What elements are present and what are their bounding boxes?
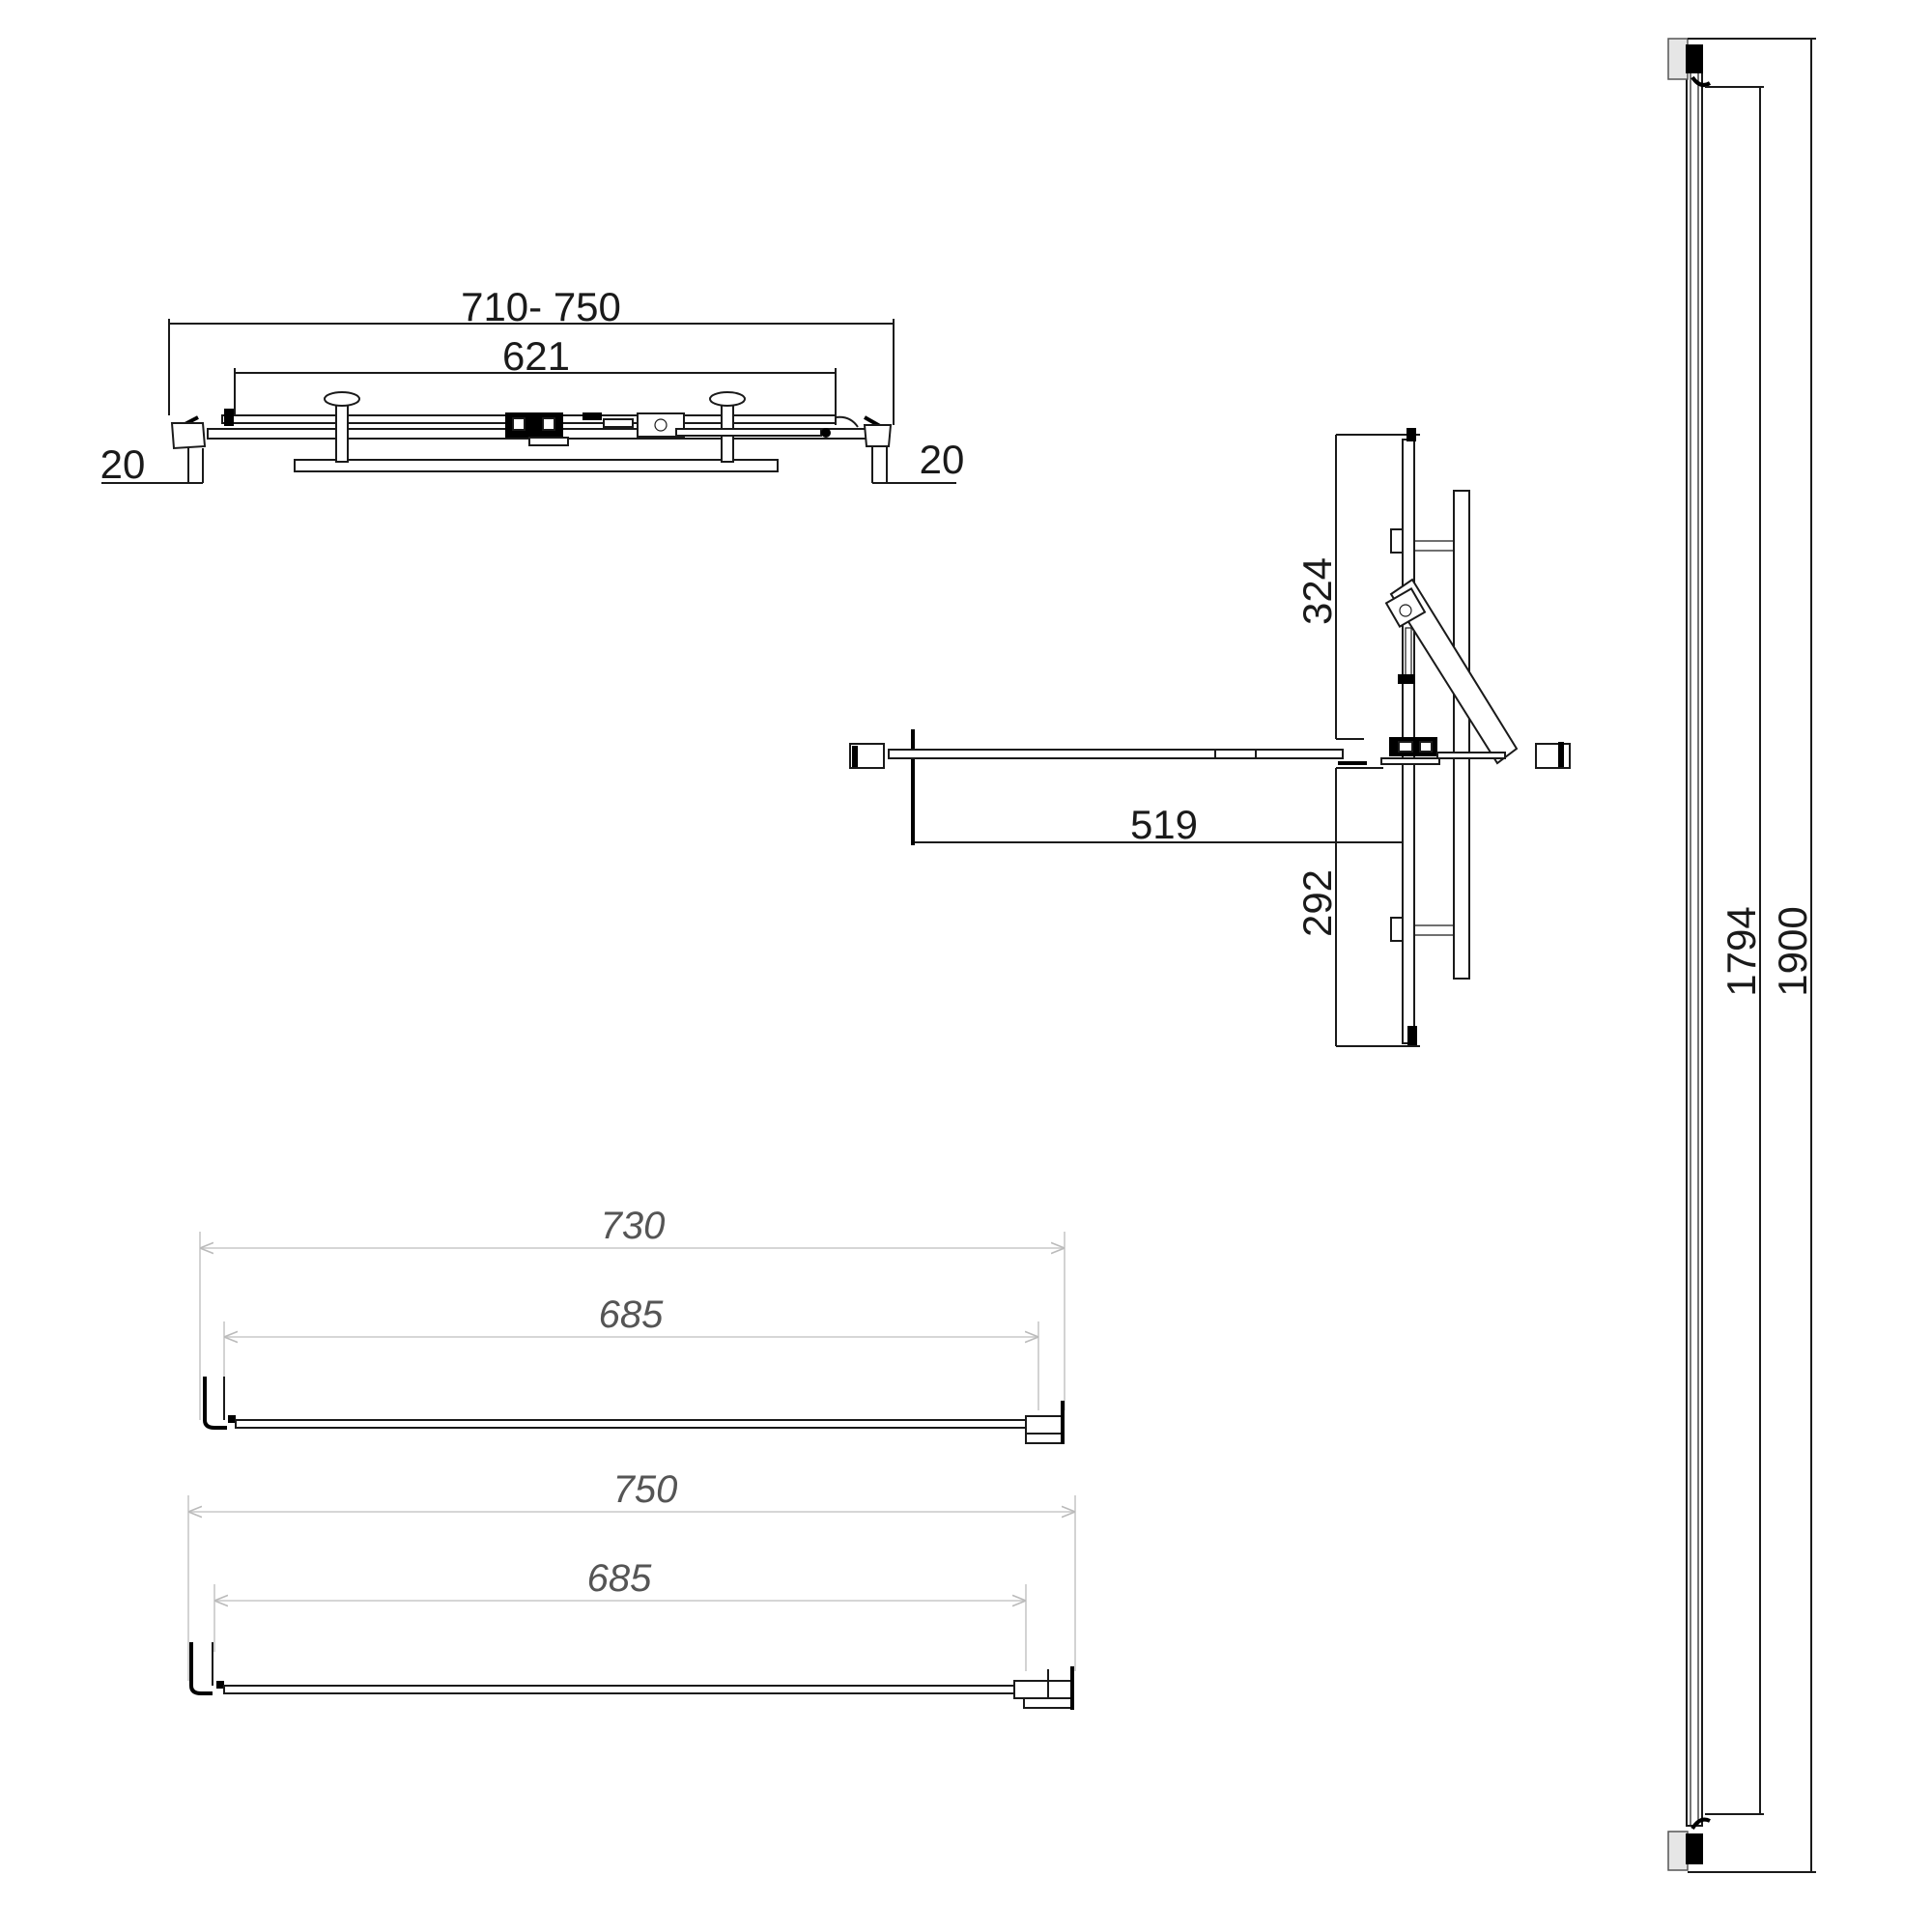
panel-750-glass-label: 685: [587, 1557, 652, 1600]
panel-730-section: 730 685: [199, 1205, 1065, 1444]
panel-730-glass-label: 685: [599, 1293, 664, 1336]
overall-width-label: 710- 750: [461, 284, 621, 329]
inner-width-dimension: 621: [234, 333, 837, 425]
plan-rails: [101, 391, 956, 484]
elevation-view: 1794 1900: [1667, 38, 1816, 1873]
panel-750-section: 750 685: [187, 1468, 1076, 1710]
plan-view-closed: 710- 750 621: [100, 284, 965, 487]
plan-view-open: 324 292 519: [849, 428, 1571, 1047]
left-offset-label: 20: [100, 441, 146, 487]
lower-swing-label: 292: [1294, 869, 1340, 937]
panel-730-overall-label: 730: [601, 1205, 666, 1247]
inner-width-label: 621: [502, 333, 570, 379]
swing-width-label: 519: [1130, 802, 1198, 847]
overall-width-dimension: 710- 750: [168, 284, 895, 425]
overall-height-label: 1900: [1770, 906, 1815, 996]
right-offset-label: 20: [920, 437, 965, 482]
upper-swing-label: 324: [1294, 557, 1340, 625]
panel-750-overall-label: 750: [613, 1468, 678, 1511]
inner-height-label: 1794: [1719, 906, 1764, 996]
